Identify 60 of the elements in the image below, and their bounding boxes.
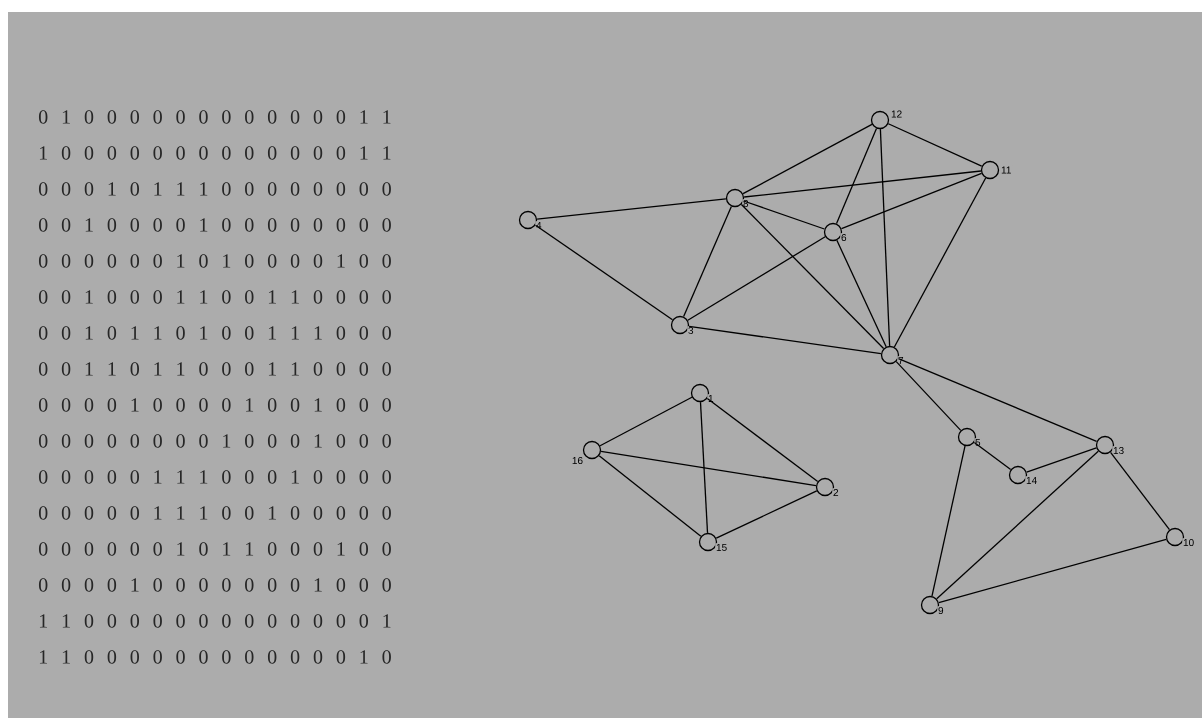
matrix-row: 0 0 0 0 0 1 1 1 0 0 0 1 0 0 0 0 bbox=[38, 470, 391, 484]
edge-line bbox=[931, 445, 966, 597]
edge-line bbox=[836, 239, 887, 348]
node-label: 10 bbox=[1182, 538, 1195, 547]
matrix-row: 0 0 0 0 0 0 0 0 1 0 0 0 1 0 0 0 bbox=[38, 434, 391, 448]
edge-line bbox=[897, 357, 1098, 443]
edge-line bbox=[835, 127, 878, 225]
matrix-row: 0 0 1 0 1 1 0 1 0 0 1 1 1 0 0 0 bbox=[38, 326, 391, 340]
edge-line bbox=[879, 128, 891, 347]
edge-line bbox=[743, 170, 982, 198]
matrix-row: 0 0 0 0 1 0 0 0 0 1 0 0 1 0 0 0 bbox=[38, 398, 391, 412]
matrix-row: 0 0 0 0 0 1 1 1 0 0 1 0 0 0 0 0 bbox=[38, 506, 391, 520]
edge-line bbox=[893, 177, 987, 348]
matrix-row: 0 0 1 1 0 1 1 0 0 0 1 1 0 0 0 0 bbox=[38, 362, 391, 376]
matrix-row: 0 0 0 0 0 0 1 0 1 0 0 0 0 1 0 0 bbox=[38, 254, 391, 268]
edge-line bbox=[534, 224, 674, 321]
node-label: 7 bbox=[897, 356, 905, 365]
edge-line bbox=[598, 455, 702, 537]
node-label: 4 bbox=[535, 221, 543, 230]
matrix-row: 0 0 0 0 1 0 0 0 0 0 0 0 1 0 0 0 bbox=[38, 578, 391, 592]
node-label: 14 bbox=[1025, 476, 1038, 485]
matrix-row: 0 0 1 0 0 0 0 1 0 0 0 0 0 0 0 0 bbox=[38, 218, 391, 232]
node-label: 13 bbox=[1112, 446, 1125, 455]
node-label: 16 bbox=[571, 456, 584, 465]
node-label: 8 bbox=[742, 199, 750, 208]
matrix-row: 1 0 0 0 0 0 0 0 0 0 0 0 0 0 1 1 bbox=[39, 146, 391, 160]
edge-line bbox=[688, 325, 882, 355]
node-label: 1 bbox=[707, 394, 715, 403]
matrix-row: 0 0 0 0 0 0 1 0 1 1 0 0 0 1 0 0 bbox=[38, 542, 391, 556]
edge-line bbox=[895, 361, 962, 431]
node-label: 3 bbox=[687, 326, 695, 335]
node-label: 9 bbox=[937, 606, 945, 615]
matrix-row: 0 1 0 0 0 0 0 0 0 0 0 0 0 0 1 1 bbox=[38, 110, 391, 124]
edge-line bbox=[599, 396, 693, 447]
matrix-row: 1 1 0 0 0 0 0 0 0 0 0 0 0 0 1 0 bbox=[39, 650, 391, 664]
node-label: 11 bbox=[1000, 165, 1013, 175]
edge-line bbox=[936, 450, 1099, 600]
edge-line bbox=[706, 397, 819, 483]
node-label: 2 bbox=[832, 488, 840, 497]
edge-line bbox=[887, 123, 983, 167]
edge-line bbox=[687, 236, 826, 321]
node-label: 6 bbox=[840, 233, 848, 242]
node-label: 15 bbox=[715, 543, 728, 552]
edge-line bbox=[683, 205, 732, 318]
edge-line bbox=[740, 203, 885, 350]
edge-line bbox=[715, 490, 818, 539]
edge-line bbox=[536, 198, 727, 220]
matrix-row: 0 0 0 1 0 1 1 1 0 0 0 0 0 0 0 0 bbox=[38, 182, 391, 196]
edge-line bbox=[973, 441, 1012, 471]
node-label: 12 bbox=[890, 109, 903, 119]
edge-line bbox=[600, 450, 817, 487]
matrix-row: 0 0 1 0 0 0 1 1 0 0 1 1 0 0 0 0 bbox=[38, 290, 391, 304]
edge-line bbox=[699, 401, 709, 534]
edge-line bbox=[1026, 447, 1097, 473]
edge-line bbox=[743, 200, 825, 230]
edge-line bbox=[742, 123, 873, 195]
edge-line bbox=[1109, 451, 1171, 531]
edge-line bbox=[840, 172, 983, 230]
matrix-row: 1 1 0 0 0 0 0 0 0 0 0 0 0 0 0 1 bbox=[39, 614, 391, 628]
edge-line bbox=[938, 538, 1167, 604]
